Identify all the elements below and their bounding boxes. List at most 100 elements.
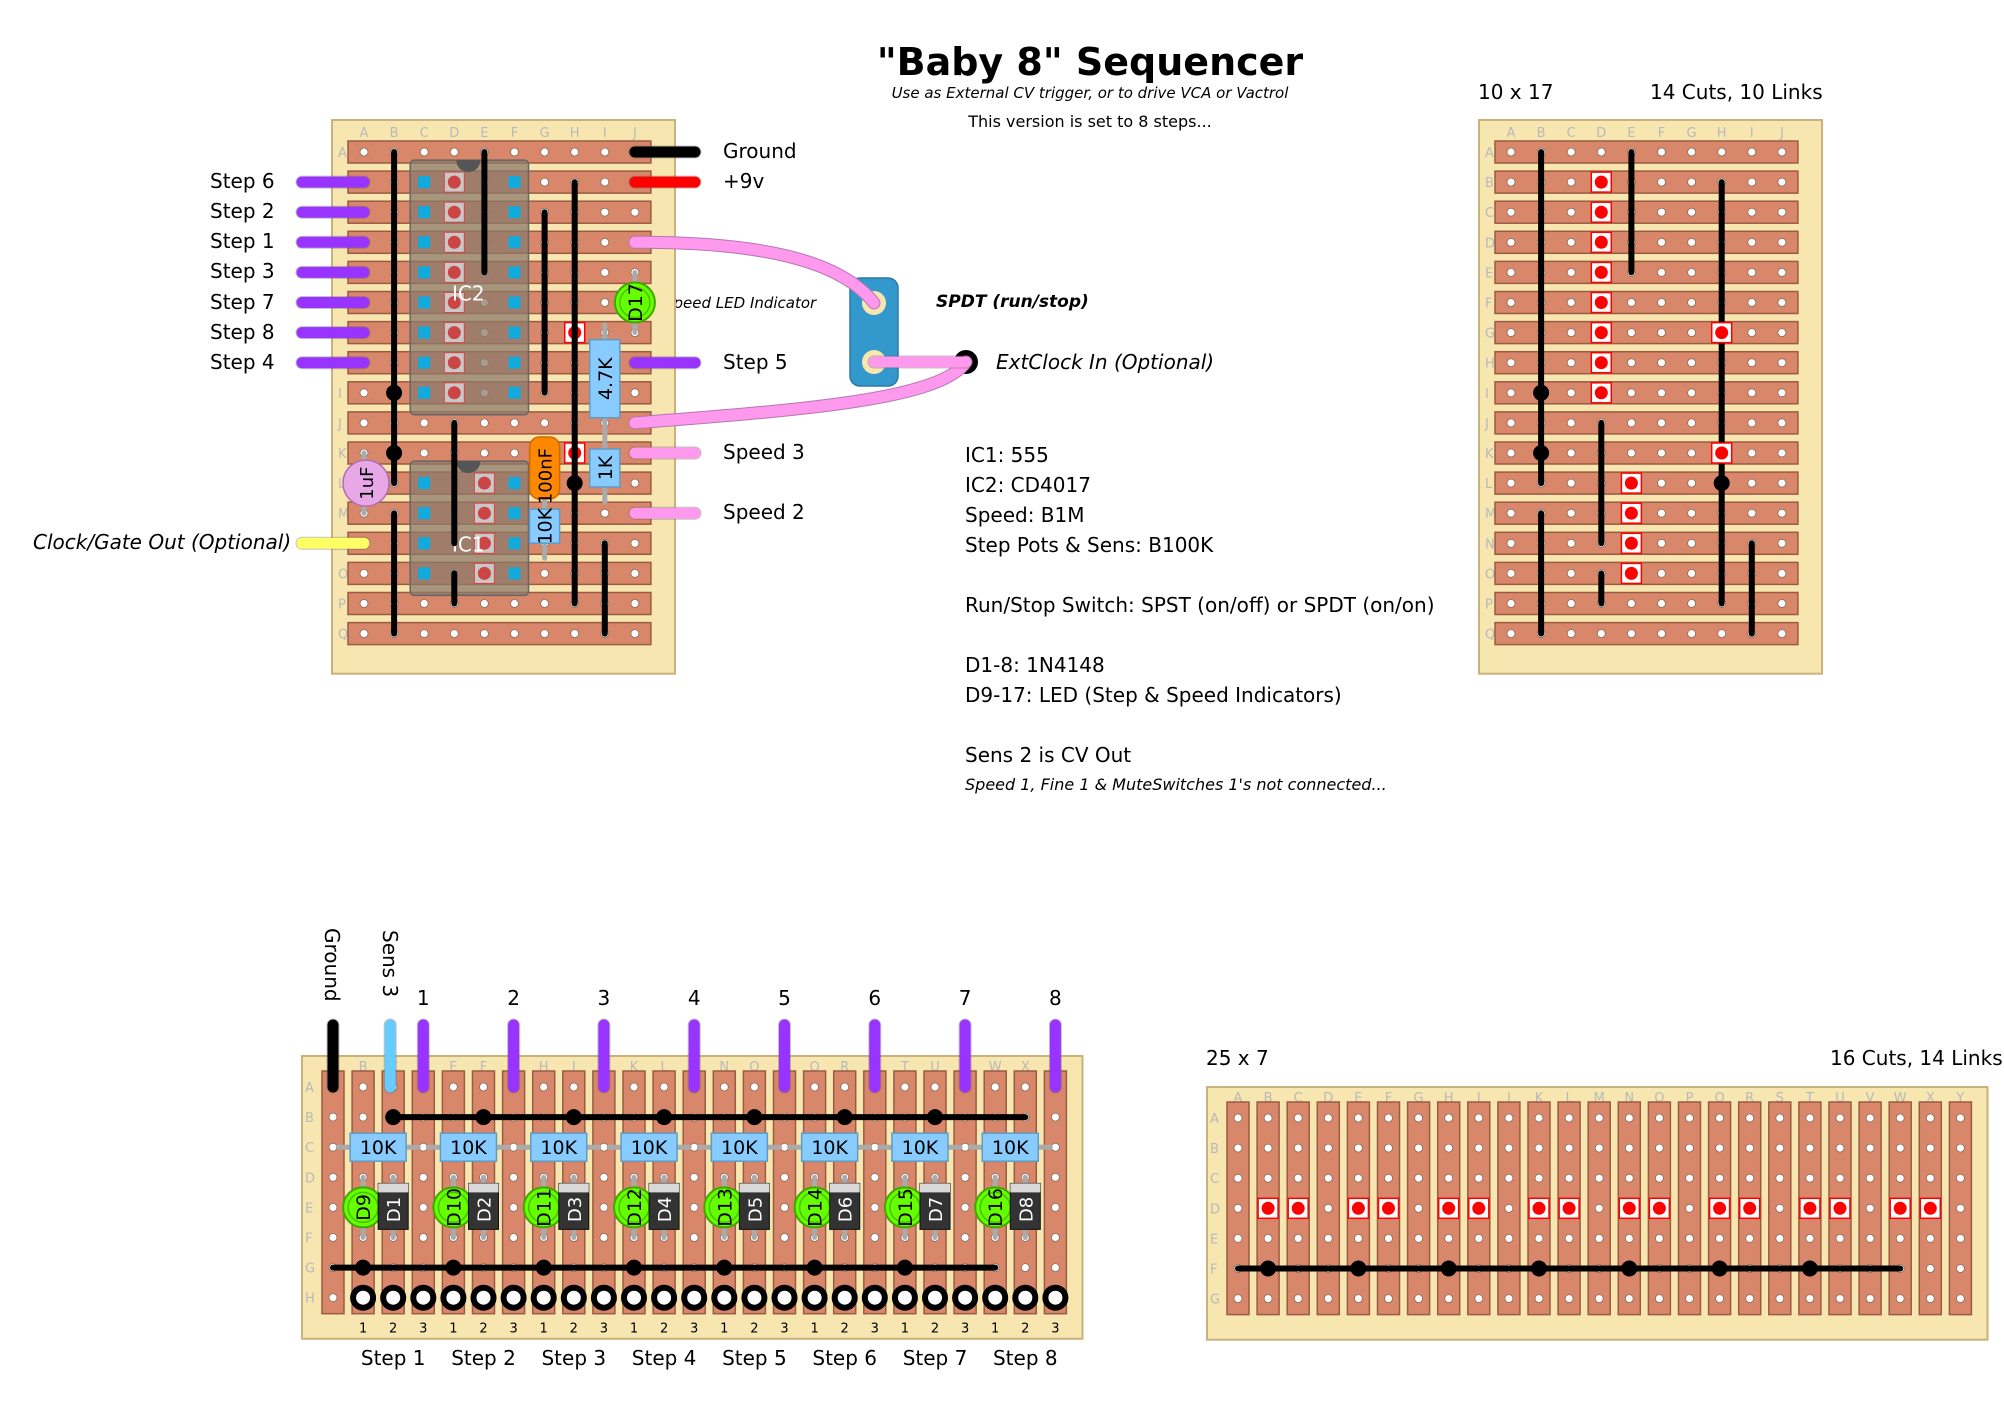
hole <box>1925 1234 1935 1243</box>
hole <box>1956 1203 1965 1213</box>
hole <box>1414 1294 1423 1303</box>
hole <box>1534 1143 1544 1153</box>
hole <box>1925 1173 1935 1183</box>
hole <box>359 388 369 398</box>
column-label: N <box>719 1060 729 1075</box>
resistor-1k <box>589 448 621 488</box>
row-label: K <box>1485 447 1494 462</box>
hole <box>540 147 549 157</box>
diode-label: D3 <box>565 1197 586 1222</box>
row-label: I <box>338 387 342 402</box>
hole <box>780 1233 789 1242</box>
pot-pin-number: 3 <box>690 1322 698 1337</box>
copper-strip <box>682 1070 706 1315</box>
copper-strip <box>953 1070 977 1315</box>
hole <box>419 147 429 157</box>
pot-lug <box>831 1284 858 1311</box>
resistor-10k-step-1-label: 10K <box>360 1137 397 1159</box>
diode-band <box>920 1183 950 1193</box>
capacitor-1uf-label: 1uF <box>357 466 378 499</box>
hole <box>1687 418 1696 428</box>
column-label: K <box>630 1060 639 1075</box>
sens-label: Sens 3 <box>378 930 402 997</box>
hole <box>359 147 369 157</box>
hole <box>1020 1082 1030 1092</box>
column-label: B <box>359 1060 368 1075</box>
junction-dot <box>565 1109 582 1126</box>
hole <box>870 1203 880 1212</box>
hole <box>1293 1234 1303 1243</box>
column-label: H <box>539 1060 549 1075</box>
hole <box>1715 1143 1724 1153</box>
column-label: U <box>930 1060 940 1075</box>
column-label: B <box>390 126 399 141</box>
hole <box>1506 147 1516 157</box>
hole <box>1504 1143 1514 1153</box>
hole <box>1506 267 1516 277</box>
pot-pin-number: 2 <box>931 1322 939 1337</box>
hole <box>1414 1234 1423 1243</box>
hole <box>1323 1234 1333 1243</box>
hole <box>1747 147 1757 157</box>
hole <box>1414 1113 1423 1123</box>
hole <box>1956 1173 1965 1183</box>
hole <box>1384 1234 1393 1243</box>
hole <box>1293 1143 1303 1153</box>
hole <box>1657 478 1666 488</box>
hole <box>1474 1234 1484 1243</box>
hole <box>599 1203 609 1212</box>
row-label: G <box>1485 327 1495 342</box>
hole <box>1745 1173 1755 1183</box>
step-label: Step 3 <box>541 1346 606 1370</box>
column-label: C <box>1567 126 1576 141</box>
wire-label: Step 7 <box>210 289 275 314</box>
page-subtitle: Use as External CV trigger, or to drive … <box>891 84 1289 102</box>
hole <box>449 629 459 638</box>
column-label: S <box>1776 1091 1784 1106</box>
hole <box>1624 1143 1634 1153</box>
hole <box>1687 147 1696 157</box>
hole <box>1657 237 1666 247</box>
hole <box>1596 147 1606 157</box>
hole <box>1504 1113 1514 1123</box>
junction-dot <box>475 1109 492 1126</box>
step-number: 7 <box>959 986 972 1010</box>
step-number: 5 <box>778 986 791 1010</box>
track-cut-mark <box>1351 1201 1365 1215</box>
hole <box>1564 1234 1574 1243</box>
hole <box>1506 448 1516 458</box>
hole <box>1745 1294 1755 1303</box>
hole <box>1895 1173 1905 1183</box>
row-label: F <box>1485 297 1492 312</box>
row-label: M <box>338 507 349 522</box>
hole <box>1504 1294 1514 1303</box>
column-label: E <box>1627 126 1635 141</box>
led-d17-label: D17 <box>625 283 647 322</box>
hole <box>509 1203 518 1212</box>
junction-dot <box>1621 1260 1638 1277</box>
hole <box>1747 237 1757 247</box>
hole <box>570 629 580 638</box>
pot-pin-number: 1 <box>540 1322 548 1337</box>
hole <box>1747 418 1757 428</box>
wire-run-stop <box>629 236 880 309</box>
hole <box>960 1172 970 1182</box>
hole <box>1745 1143 1755 1153</box>
track-cut-mark <box>1624 566 1638 580</box>
pot-pin-number: 2 <box>389 1322 397 1337</box>
pot-pin-number: 1 <box>359 1322 367 1337</box>
hole <box>1594 1203 1604 1213</box>
hole <box>1627 328 1636 338</box>
resistor-10k-step-4-label: 10K <box>631 1137 668 1159</box>
ic1-label: IC1 <box>452 532 485 556</box>
copper-strip <box>1494 140 1799 164</box>
led-d13-label: D13 <box>714 1188 736 1227</box>
junction-dot <box>836 1109 853 1126</box>
pot-pin-number: 3 <box>419 1322 427 1337</box>
column-label: F <box>1385 1091 1392 1106</box>
copper-strip <box>772 1070 797 1315</box>
wire-label: Step 2 <box>210 199 275 224</box>
column-label: C <box>420 126 429 141</box>
